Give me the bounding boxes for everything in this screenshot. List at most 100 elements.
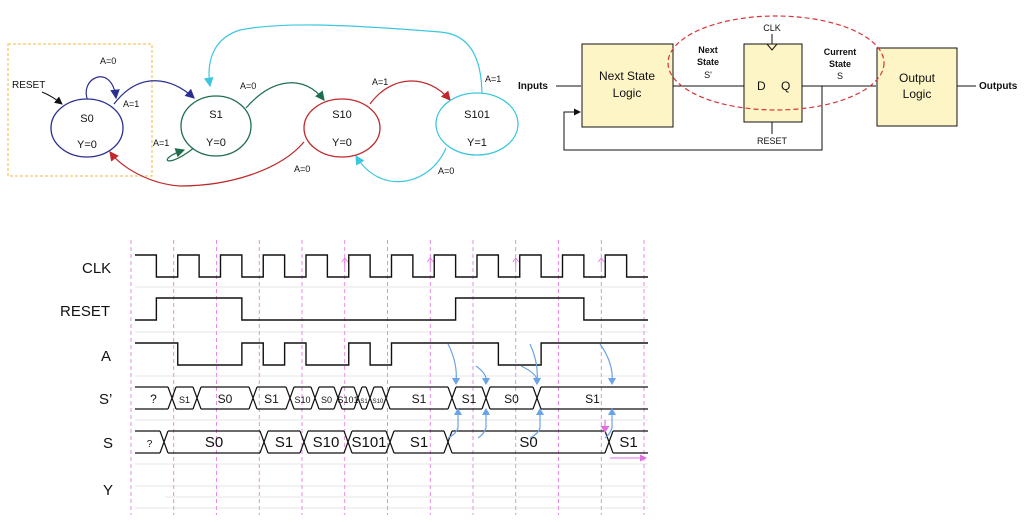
next-state-logic-label: Next State	[599, 69, 655, 83]
s-bus-segment	[394, 430, 444, 454]
a-waveform	[135, 342, 648, 366]
state-name: S101	[464, 109, 490, 121]
state-output: Y=0	[332, 137, 352, 149]
s-bus-label: S0	[519, 434, 537, 451]
transition-label-s0-s1: A=1	[123, 99, 139, 109]
s-prime-bus-label: ?	[150, 392, 157, 406]
s-bus-label: S1	[619, 434, 637, 451]
s-bus-transition	[385, 430, 395, 454]
s-prime-bus-segment	[362, 386, 366, 410]
register-d-label: D	[757, 79, 766, 93]
s-prime-bus-transition	[310, 386, 320, 410]
cause-arrowhead	[536, 408, 544, 416]
s-prime-bus-label: S1	[585, 392, 600, 406]
cause-arrow-a-to-s-prime	[447, 343, 457, 384]
s-prime-bus-transition	[532, 386, 542, 410]
rising-edge-marker	[426, 257, 434, 268]
cause-arrowhead	[454, 408, 462, 416]
s-bus-label: ?	[147, 439, 153, 450]
rising-edge-marker	[341, 257, 349, 268]
s-prime-bus-label: S1	[360, 399, 368, 405]
s-bus-segment	[352, 430, 386, 454]
state-transition-diagram: RESET A=0 A=1 A=1 A=0 A=1 A=0 A=1 A=0 S0…	[7, 24, 519, 187]
s-bus-segment	[168, 430, 260, 454]
cause-arrow-s-prime-to-s	[477, 427, 487, 439]
s-prime-bus-label: S1	[179, 395, 190, 405]
s-prime-bus-transition	[192, 386, 202, 410]
s-bus-segment	[452, 430, 605, 454]
cause-arrowhead	[482, 377, 490, 385]
s-prime-bus-segment	[541, 386, 648, 410]
current-state-label: S	[837, 71, 843, 81]
inputs-label: Inputs	[518, 81, 548, 92]
cause-arrowhead	[482, 408, 490, 416]
transition-s101-s1	[203, 24, 483, 97]
signal-label-s-prime: S’	[99, 391, 112, 408]
s-prime-bus-label: S1	[462, 392, 477, 406]
s-prime-bus-label: S101	[337, 395, 358, 405]
s-prime-bus-segment	[257, 386, 286, 410]
clk-waveform	[135, 254, 648, 278]
next-state-logic-block: Next State Logic	[581, 43, 674, 128]
s-bus-transition	[159, 430, 169, 454]
s-bus-label: S101	[351, 434, 386, 451]
s-prime-bus-segment	[319, 386, 334, 410]
s-prime-bus-transition	[447, 386, 457, 410]
s-prime-bus-transition	[365, 386, 375, 410]
clk-edge-marker	[766, 43, 778, 51]
transition-label-s0-s0: A=0	[100, 56, 116, 66]
rising-edge-marker	[512, 257, 520, 268]
s-prime-bus-transition	[248, 386, 258, 410]
transition-s101-s10	[355, 147, 447, 183]
s-prime-bus-transition	[167, 386, 177, 410]
rising-edge-marker	[597, 257, 605, 268]
s-prime-bus-label: S1	[264, 392, 279, 406]
transition-s0-s1	[113, 80, 195, 105]
s-bus-transition	[343, 430, 353, 454]
next-state-label: Next	[698, 45, 718, 55]
next-state-label: S'	[704, 70, 712, 80]
s-prime-bus-label: S10	[373, 399, 384, 405]
transition-label-s10-s101: A=1	[372, 77, 388, 87]
cause-arrowhead	[608, 377, 616, 385]
signal-label-a: A	[101, 348, 111, 365]
cause-arrowhead	[452, 377, 460, 385]
s-prime-bus-label: S1	[412, 392, 427, 406]
s-prime-bus-label: S0	[218, 392, 233, 406]
cause-arrow-s-prime-to-s	[604, 427, 613, 439]
s-bus-label: S0	[205, 434, 223, 451]
s-bus-transition	[259, 430, 269, 454]
cause-arrowhead	[533, 377, 541, 385]
state-output: Y=0	[77, 139, 97, 151]
state-name: S0	[80, 113, 93, 125]
feedback-wire	[563, 86, 823, 151]
signal-label-reset: RESET	[60, 303, 110, 320]
s-bus-label: S1	[275, 434, 293, 451]
reset-label: RESET	[12, 80, 45, 91]
state-s0: S0 Y=0	[50, 98, 124, 158]
s-prime-bus-transition	[481, 386, 491, 410]
transition-s10-s0	[109, 141, 305, 187]
signal-label-s: S	[103, 435, 113, 452]
edge-marker-head	[600, 425, 610, 433]
s-bus-transition	[443, 430, 453, 454]
next-state-label: State	[697, 57, 719, 67]
output-logic-label: Logic	[903, 87, 932, 101]
output-logic-label: Output	[899, 71, 936, 85]
s-prime-bus-segment	[201, 386, 249, 410]
register-q-label: Q	[781, 79, 790, 93]
state-output: Y=1	[467, 137, 487, 149]
cause-arrow-a-to-s-prime	[599, 343, 613, 384]
fsm-block-diagram: Inputs Next State Logic Next State S' D …	[518, 15, 1018, 151]
s-bus-transition	[604, 430, 614, 454]
cause-arrows	[447, 343, 648, 462]
current-state-label: State	[829, 59, 851, 69]
register-highlight-ellipse	[667, 15, 885, 111]
s-prime-bus-transition	[333, 386, 343, 410]
s-prime-bus-transition	[353, 386, 363, 410]
clk-label: CLK	[763, 23, 781, 33]
s-bus-segment	[308, 430, 344, 454]
s-bus-transition	[299, 430, 309, 454]
signal-label-clk: CLK	[82, 260, 111, 277]
s-prime-bus-segment	[294, 386, 311, 410]
